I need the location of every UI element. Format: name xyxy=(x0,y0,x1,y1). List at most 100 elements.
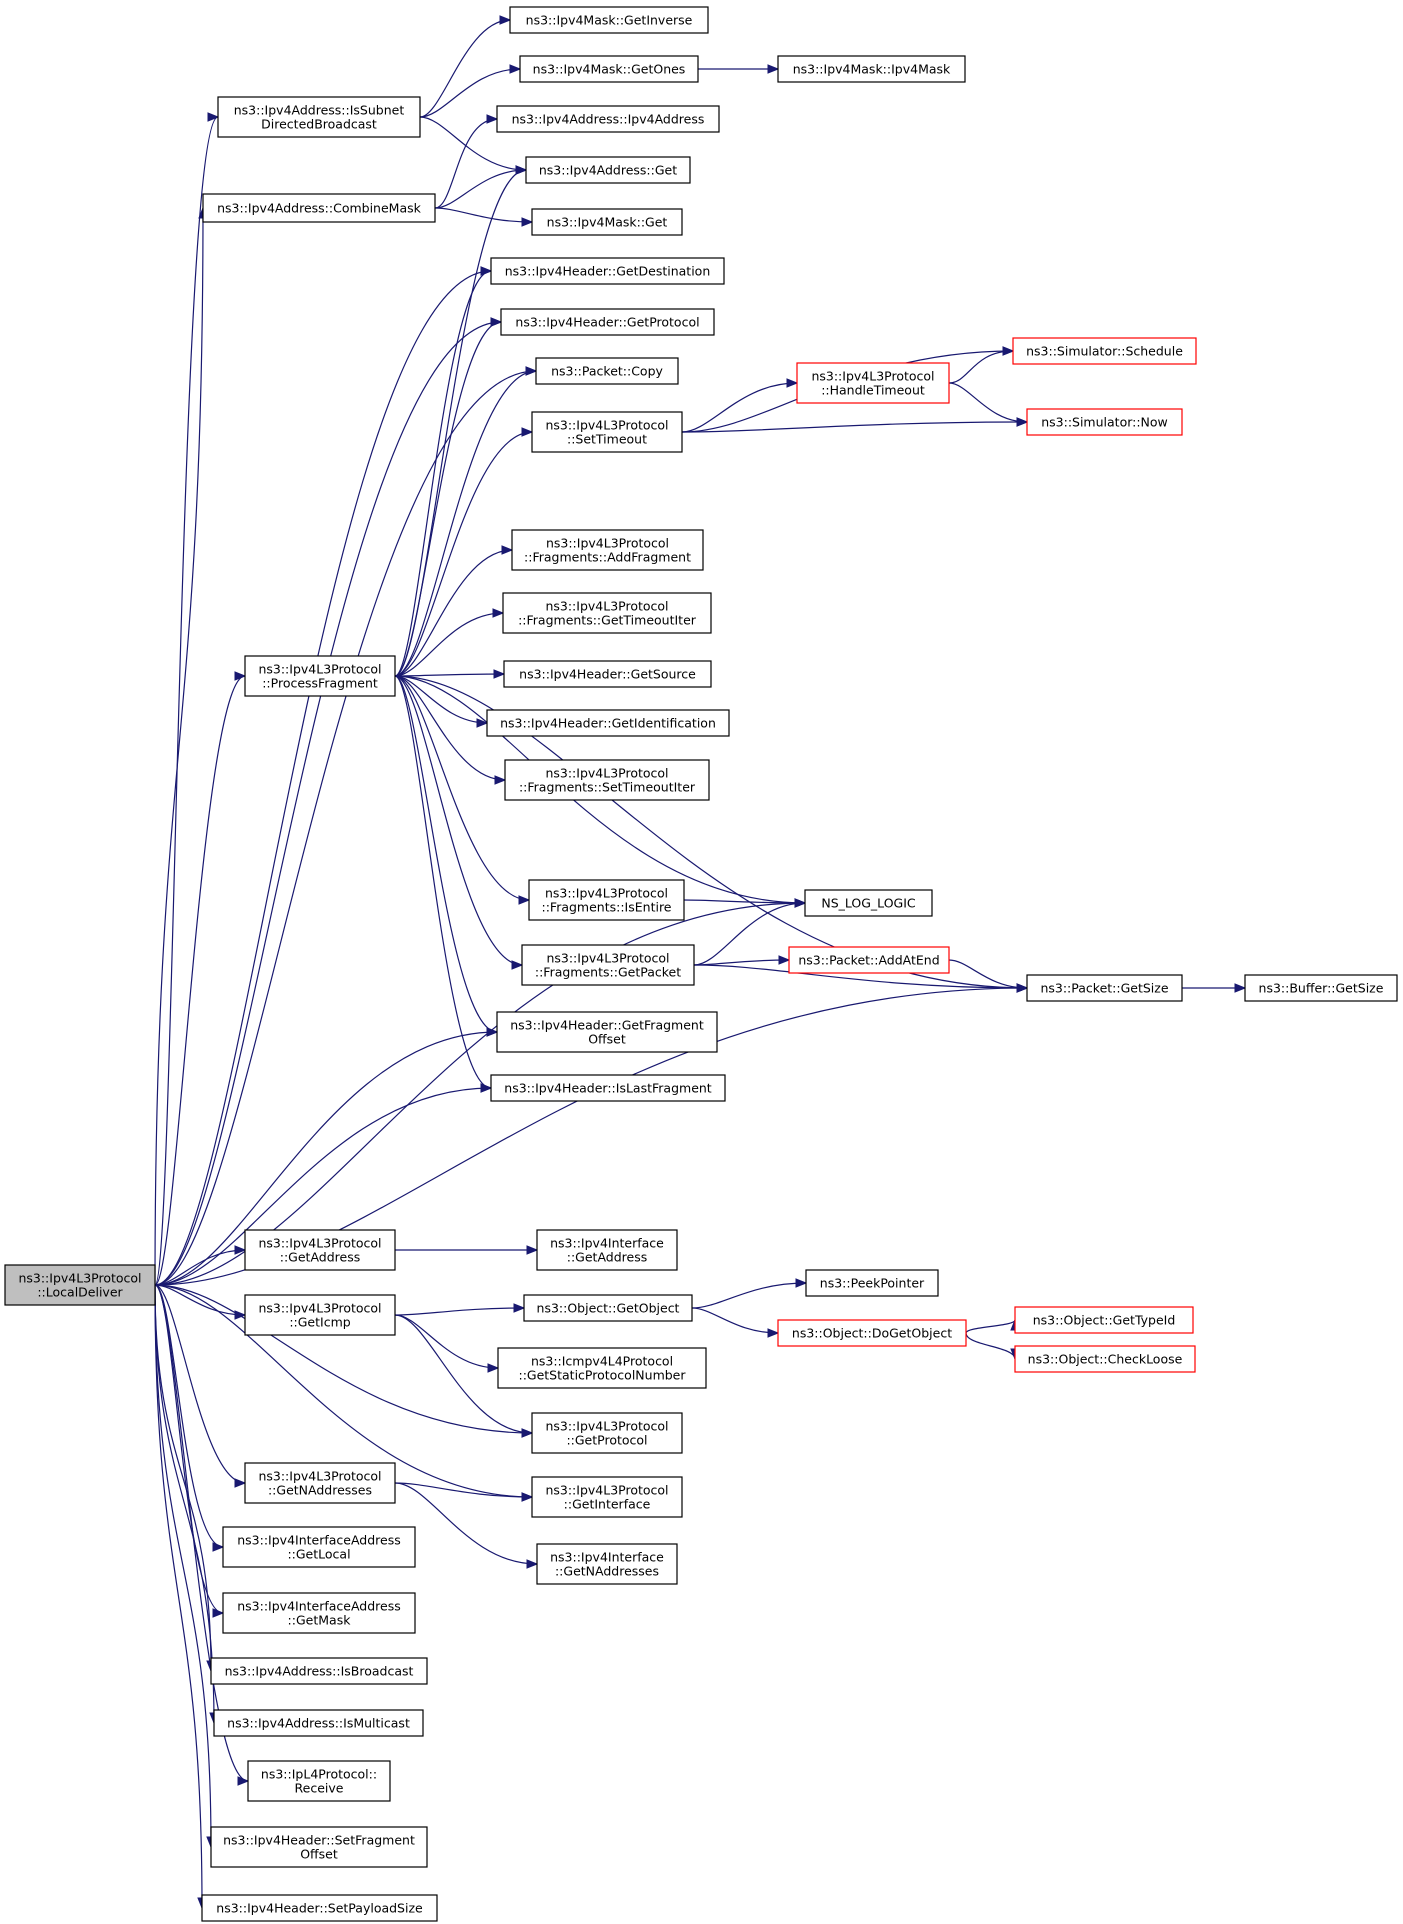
arrowhead xyxy=(767,64,780,74)
node-mask-ctor[interactable]: ns3::Ipv4Mask::Ipv4Mask xyxy=(777,55,966,83)
arrowhead xyxy=(499,15,512,25)
node-frag-is-entire[interactable]: ns3::Ipv4L3Protocol::Fragments::IsEntire xyxy=(528,879,685,921)
call-edge xyxy=(965,1332,1020,1361)
call-edge xyxy=(394,675,493,1093)
node-l3-get-protocol[interactable]: ns3::Ipv4L3Protocol::GetProtocol xyxy=(531,1412,683,1454)
call-edge xyxy=(394,1482,534,1502)
node-iface-get-n-addresses[interactable]: ns3::Ipv4Interface::GetNAddresses xyxy=(536,1543,678,1585)
node-address-ctor[interactable]: ns3::Ipv4Address::Ipv4Address xyxy=(496,105,720,133)
node-object-get-type-id[interactable]: ns3::Object::GetTypeId xyxy=(1014,1306,1194,1334)
arrowhead xyxy=(1002,346,1015,356)
node-ipl4-receive[interactable]: ns3::IpL4Protocol::Receive xyxy=(247,1760,391,1802)
arrowhead xyxy=(207,112,220,122)
node-label: ns3::Packet::AddAtEnd xyxy=(798,953,939,968)
function-nodes: ns3::Ipv4L3Protocol::LocalDeliverns3::Ip… xyxy=(4,6,1398,1922)
arrowhead xyxy=(515,165,528,175)
node-process-fragment[interactable]: ns3::Ipv4L3Protocol::ProcessFragment xyxy=(244,655,396,697)
node-set-timeout[interactable]: ns3::Ipv4L3Protocol::SetTimeout xyxy=(531,411,683,453)
node-label: ns3::Ipv4L3Protocol xyxy=(18,1271,141,1286)
arrowhead xyxy=(786,378,799,388)
arrowhead xyxy=(234,1245,247,1255)
call-edge xyxy=(154,206,208,1286)
node-label: ns3::Ipv4L3Protocol xyxy=(811,369,934,384)
node-label: ::Fragments::AddFragment xyxy=(524,550,691,565)
node-mask-get[interactable]: ns3::Ipv4Mask::Get xyxy=(531,208,683,236)
call-edge xyxy=(693,898,807,966)
call-edge xyxy=(154,1284,219,1725)
node-peek-pointer[interactable]: ns3::PeekPointer xyxy=(805,1269,939,1297)
node-mask-get-ones[interactable]: ns3::Ipv4Mask::GetOnes xyxy=(519,55,699,83)
node-l3-get-n-addresses[interactable]: ns3::Ipv4L3Protocol::GetNAddresses xyxy=(244,1462,396,1504)
call-edge xyxy=(434,114,499,209)
node-combine-mask[interactable]: ns3::Ipv4Address::CombineMask xyxy=(202,193,436,223)
node-icmp-get-static-protocol-number[interactable]: ns3::Icmpv4L4Protocol::GetStaticProtocol… xyxy=(497,1347,707,1389)
node-local-deliver[interactable]: ns3::Ipv4L3Protocol::LocalDeliver xyxy=(4,1264,156,1306)
node-frag-add-fragment[interactable]: ns3::Ipv4L3Protocol::Fragments::AddFragm… xyxy=(511,529,704,571)
call-edge xyxy=(154,671,247,1286)
node-hdr-get-destination[interactable]: ns3::Ipv4Header::GetDestination xyxy=(490,257,725,285)
call-edge xyxy=(948,382,1029,427)
node-packet-get-size[interactable]: ns3::Packet::GetSize xyxy=(1026,974,1183,1002)
node-label: ::GetAddress xyxy=(280,1250,360,1265)
node-address-get[interactable]: ns3::Ipv4Address::Get xyxy=(525,156,691,184)
node-sim-now[interactable]: ns3::Simulator::Now xyxy=(1026,408,1183,436)
call-edge xyxy=(154,317,503,1286)
node-object-get-object[interactable]: ns3::Object::GetObject xyxy=(523,1294,693,1322)
node-hdr-is-last-fragment[interactable]: ns3::Ipv4Header::IsLastFragment xyxy=(490,1074,726,1102)
node-object-do-get-object[interactable]: ns3::Object::DoGetObject xyxy=(777,1319,967,1347)
node-handle-timeout[interactable]: ns3::Ipv4L3Protocol::HandleTimeout xyxy=(796,362,950,404)
node-l3-get-address[interactable]: ns3::Ipv4L3Protocol::GetAddress xyxy=(244,1229,396,1271)
arrowhead xyxy=(794,898,807,908)
node-l3-get-icmp[interactable]: ns3::Ipv4L3Protocol::GetIcmp xyxy=(244,1294,396,1336)
node-is-subnet-directed-broadcast[interactable]: ns3::Ipv4Address::IsSubnetDirectedBroadc… xyxy=(217,96,421,138)
node-label: ::SetTimeout xyxy=(567,432,647,447)
node-packet-add-at-end[interactable]: ns3::Packet::AddAtEnd xyxy=(788,946,950,974)
node-buffer-get-size[interactable]: ns3::Buffer::GetSize xyxy=(1244,974,1398,1002)
node-label: ::LocalDeliver xyxy=(37,1285,123,1300)
node-mask-get-inverse[interactable]: ns3::Ipv4Mask::GetInverse xyxy=(509,6,709,34)
node-hdr-get-source[interactable]: ns3::Ipv4Header::GetSource xyxy=(503,660,712,688)
node-iface-get-address[interactable]: ns3::Ipv4Interface::GetAddress xyxy=(536,1229,678,1271)
call-edge xyxy=(394,675,499,1037)
node-label: ::ProcessFragment xyxy=(262,676,378,691)
node-label: ns3::Ipv4Header::GetDestination xyxy=(505,264,711,279)
arrowhead xyxy=(526,1245,539,1255)
node-ifaddr-get-local[interactable]: ns3::Ipv4InterfaceAddress::GetLocal xyxy=(222,1526,416,1568)
node-label: ns3::Packet::GetSize xyxy=(1040,981,1168,996)
node-label: ns3::Ipv4Address::IsSubnet xyxy=(234,103,405,118)
node-hdr-set-payload-size[interactable]: ns3::Ipv4Header::SetPayloadSize xyxy=(201,1894,438,1922)
node-label: ::GetProtocol xyxy=(566,1433,647,1448)
node-frag-get-timeout-iter[interactable]: ns3::Ipv4L3Protocol::Fragments::GetTimeo… xyxy=(502,592,712,634)
call-edge xyxy=(154,1284,247,1488)
call-edge xyxy=(698,64,780,74)
arrowhead xyxy=(234,1310,247,1320)
node-label: ns3::Object::GetObject xyxy=(537,1301,680,1316)
node-object-check-loose[interactable]: ns3::Object::CheckLoose xyxy=(1014,1345,1196,1373)
node-ns-log-logic[interactable]: NS_LOG_LOGIC xyxy=(804,889,933,917)
node-addr-is-multicast[interactable]: ns3::Ipv4Address::IsMulticast xyxy=(213,1709,424,1737)
node-label: Offset xyxy=(588,1032,626,1047)
arrowhead xyxy=(521,1428,534,1438)
node-label: ns3::IpL4Protocol:: xyxy=(261,1767,377,1782)
node-frag-get-packet[interactable]: ns3::Ipv4L3Protocol::Fragments::GetPacke… xyxy=(521,944,695,986)
node-ifaddr-get-mask[interactable]: ns3::Ipv4InterfaceAddress::GetMask xyxy=(222,1592,416,1634)
arrowhead xyxy=(1016,983,1029,993)
call-edge xyxy=(394,1482,539,1569)
call-edge xyxy=(394,1303,526,1316)
node-hdr-get-identification[interactable]: ns3::Ipv4Header::GetIdentification xyxy=(486,709,730,737)
call-edge xyxy=(681,417,1029,433)
node-label: ns3::Object::DoGetObject xyxy=(792,1326,952,1341)
node-hdr-get-protocol[interactable]: ns3::Ipv4Header::GetProtocol xyxy=(500,308,715,336)
node-packet-copy[interactable]: ns3::Packet::Copy xyxy=(535,357,679,385)
node-addr-is-broadcast[interactable]: ns3::Ipv4Address::IsBroadcast xyxy=(210,1657,428,1685)
node-sim-schedule[interactable]: ns3::Simulator::Schedule xyxy=(1012,337,1197,365)
call-edge xyxy=(394,669,506,679)
call-edge xyxy=(394,366,538,677)
call-edge xyxy=(394,1314,534,1438)
arrowhead xyxy=(490,317,503,327)
node-frag-set-timeout-iter[interactable]: ns3::Ipv4L3Protocol::Fragments::SetTimeo… xyxy=(504,759,710,801)
node-l3-get-interface[interactable]: ns3::Ipv4L3Protocol::GetInterface xyxy=(531,1476,683,1518)
